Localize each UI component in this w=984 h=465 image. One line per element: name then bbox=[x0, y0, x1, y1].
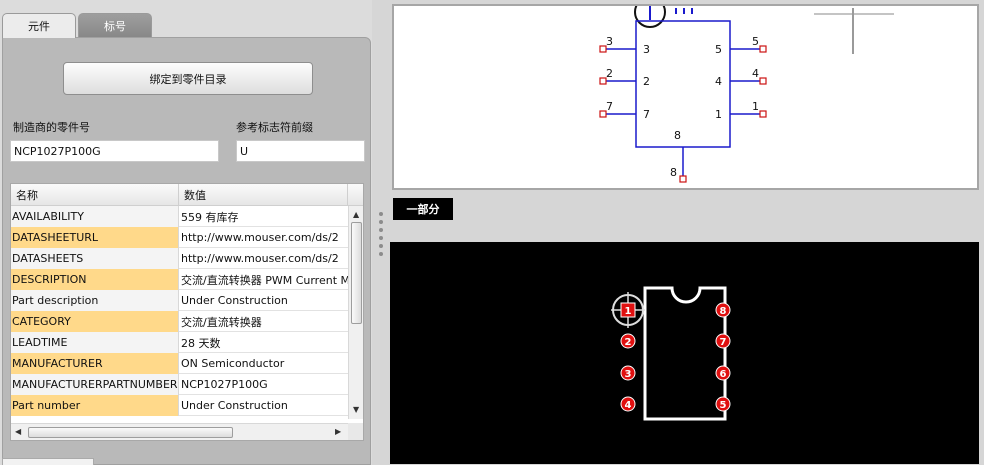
header-name[interactable]: 名称 bbox=[11, 184, 179, 206]
attribute-value-cell[interactable]: Under Construction bbox=[181, 294, 288, 307]
ref-prefix-input[interactable]: U bbox=[236, 140, 365, 162]
bottom-tab[interactable] bbox=[2, 458, 94, 465]
right-pin-number: 5 bbox=[715, 43, 722, 56]
bottom-pin-number: 8 bbox=[674, 129, 681, 142]
pad-number: 4 bbox=[625, 400, 632, 411]
table-header: 名称 数值 bbox=[11, 184, 363, 206]
attribute-value-cell[interactable]: 交流/直流转换器 PWM Current M bbox=[181, 273, 348, 287]
attribute-name-cell[interactable]: DATASHEETURL bbox=[11, 227, 179, 248]
vertical-scroll-thumb[interactable] bbox=[351, 222, 362, 324]
part-tab[interactable]: 一部分 bbox=[393, 198, 453, 220]
pad-number: 5 bbox=[720, 400, 727, 411]
pad-number: 1 bbox=[625, 306, 632, 317]
tab-parts[interactable]: 元件 bbox=[2, 13, 76, 38]
attribute-name-cell[interactable]: MANUFACTURER bbox=[11, 353, 179, 374]
panel-splitter-handle[interactable] bbox=[378, 210, 384, 260]
left-pin-number: 7 bbox=[643, 108, 650, 121]
attribute-name-cell[interactable]: MANUFACTURERPARTNUMBER bbox=[11, 374, 179, 395]
attribute-name-cell[interactable]: DATASHEETS bbox=[11, 248, 179, 269]
pad-number: 2 bbox=[625, 337, 632, 348]
footprint-canvas: 1 2 3 4 8 7 6 5 bbox=[611, 286, 731, 421]
vertical-scrollbar[interactable]: ▲ ▼ bbox=[348, 206, 363, 419]
tab-label[interactable]: 标号 bbox=[78, 13, 152, 37]
attribute-name-cell[interactable]: DESCRIPTION bbox=[11, 269, 179, 290]
left-pin-number: 2 bbox=[643, 75, 650, 88]
attribute-value-cell[interactable]: 交流/直流转换器 bbox=[181, 315, 262, 329]
scroll-up-icon[interactable]: ▲ bbox=[353, 210, 360, 219]
attribute-value-cell[interactable]: http://www.mouser.com/ds/2 bbox=[181, 252, 339, 265]
attribute-value-cell[interactable]: NCP1027P100G bbox=[181, 378, 268, 391]
attribute-value-cell[interactable]: 28 天数 bbox=[181, 336, 221, 350]
attribute-value-cell[interactable]: ON Semiconductor bbox=[181, 357, 285, 370]
header-value[interactable]: 数值 bbox=[179, 184, 348, 206]
right-pin-designator: 4 bbox=[752, 67, 759, 80]
properties-panel: 元件 标号 绑定到零件目录 制造商的零件号 NCP1027P100G 参考标志符… bbox=[0, 0, 372, 465]
mfr-part-number-input[interactable]: NCP1027P100G bbox=[10, 140, 219, 162]
footprint-outline bbox=[643, 286, 727, 421]
scroll-down-icon[interactable]: ▼ bbox=[353, 405, 360, 414]
left-pin-designator: 2 bbox=[606, 67, 613, 80]
pad-number: 7 bbox=[720, 337, 727, 348]
scroll-left-icon[interactable]: ◀ bbox=[15, 427, 22, 436]
bottom-pin-designator: 8 bbox=[670, 166, 677, 179]
ref-prefix-label: 参考标志符前缀 bbox=[236, 121, 313, 134]
attribute-value-cell[interactable]: Under Construction bbox=[181, 399, 288, 412]
left-pin-designator: 7 bbox=[606, 100, 613, 113]
pad-number: 3 bbox=[625, 369, 632, 380]
scroll-right-icon[interactable]: ▶ bbox=[335, 427, 342, 436]
left-pin-number: 3 bbox=[643, 43, 650, 56]
attribute-value-cell[interactable]: 559 有库存 bbox=[181, 210, 239, 224]
origin-marker-icon bbox=[634, 6, 666, 28]
attribute-name-cell[interactable]: CATEGORY bbox=[11, 311, 179, 332]
attribute-name-cell[interactable]: AVAILABILITY bbox=[11, 206, 179, 227]
mfr-part-number-label: 制造商的零件号 bbox=[13, 121, 90, 134]
attribute-value-cell[interactable]: http://www.mouser.com/ds/2 bbox=[181, 231, 339, 244]
horizontal-scroll-thumb[interactable] bbox=[28, 427, 233, 438]
left-pin-designator: 3 bbox=[606, 35, 613, 48]
attribute-name-cell[interactable]: Part number bbox=[11, 395, 179, 416]
horizontal-scrollbar[interactable]: ◀ ▶ bbox=[11, 423, 348, 440]
pcb-footprint-preview[interactable]: 1 2 3 4 8 7 6 5 bbox=[390, 242, 979, 464]
schematic-symbol-preview[interactable]: 3 3 2 2 7 7 5 5 4 4 1 1 8 8 bbox=[392, 4, 979, 190]
pad-number: 8 bbox=[720, 306, 727, 317]
right-pin-number: 4 bbox=[715, 75, 722, 88]
attribute-name-cell[interactable]: LEADTIME bbox=[11, 332, 179, 353]
schematic-canvas: 3 3 2 2 7 7 5 5 4 4 1 1 8 8 bbox=[599, 6, 894, 183]
right-pin-designator: 5 bbox=[752, 35, 759, 48]
attribute-name-cell[interactable]: Part description bbox=[11, 290, 179, 311]
bind-to-catalog-button[interactable]: 绑定到零件目录 bbox=[63, 62, 313, 95]
right-pin-number: 1 bbox=[715, 108, 722, 121]
scroll-corner bbox=[348, 423, 363, 440]
right-pin-designator: 1 bbox=[752, 100, 759, 113]
pad-number: 6 bbox=[720, 369, 727, 380]
